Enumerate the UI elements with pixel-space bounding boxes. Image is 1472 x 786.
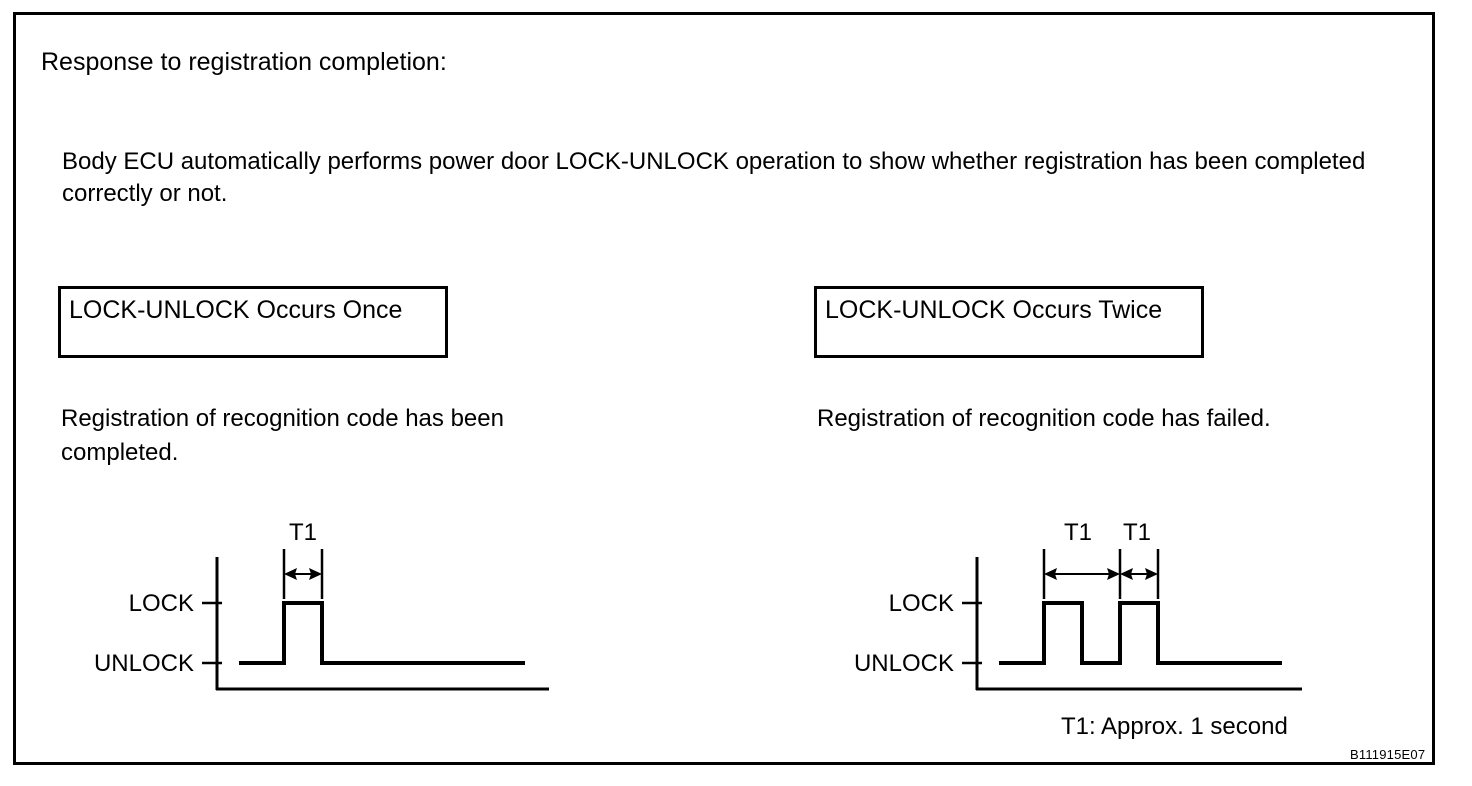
timing-note: T1: Approx. 1 second [1061, 713, 1288, 740]
arrowhead-left [284, 568, 297, 580]
heading-label-twice: LOCK-UNLOCK Occurs Twice [825, 296, 1163, 324]
arrowhead-right [309, 568, 322, 580]
figure-id-code: B111915E07 [1350, 747, 1426, 762]
figure-frame: Response to registration completion: Bod… [13, 12, 1435, 765]
arrowhead-second-right [1145, 568, 1158, 580]
y-axis-label-unlock: UNLOCK [94, 650, 194, 677]
page-title: Response to registration completion: [41, 48, 447, 76]
heading-box-twice: LOCK-UNLOCK Occurs Twice [814, 286, 1204, 358]
arrowhead-first-left [1044, 568, 1057, 580]
y-axis-label-unlock: UNLOCK [854, 650, 954, 677]
arrowhead-first-right [1107, 568, 1120, 580]
y-axis-label-lock: LOCK [129, 590, 194, 617]
dimension-label-t1-first: T1 [1064, 519, 1092, 546]
column-lock-unlock-once: LOCK-UNLOCK Occurs Once Registration of … [58, 286, 531, 470]
arrowhead-second-left [1120, 568, 1133, 580]
dimension-label-t1: T1 [289, 519, 317, 546]
caption-once: Registration of recognition code has bee… [61, 405, 504, 466]
timing-diagram-once: LOCK UNLOCK T1 [94, 519, 549, 691]
intro-paragraph: Body ECU automatically performs power do… [62, 148, 1366, 207]
y-axis-label-lock: LOCK [889, 590, 954, 617]
dimension-label-t1-second: T1 [1123, 519, 1151, 546]
caption-twice: Registration of recognition code has fai… [817, 405, 1271, 432]
heading-label-once: LOCK-UNLOCK Occurs Once [69, 296, 403, 324]
column-lock-unlock-twice: LOCK-UNLOCK Occurs Twice Registration of… [814, 286, 1287, 436]
signal-waveform-twice [999, 601, 1282, 665]
timing-diagram-twice: LOCK UNLOCK T1 T1 [854, 519, 1302, 691]
signal-waveform-once [239, 601, 525, 665]
heading-box-once: LOCK-UNLOCK Occurs Once [58, 286, 448, 358]
